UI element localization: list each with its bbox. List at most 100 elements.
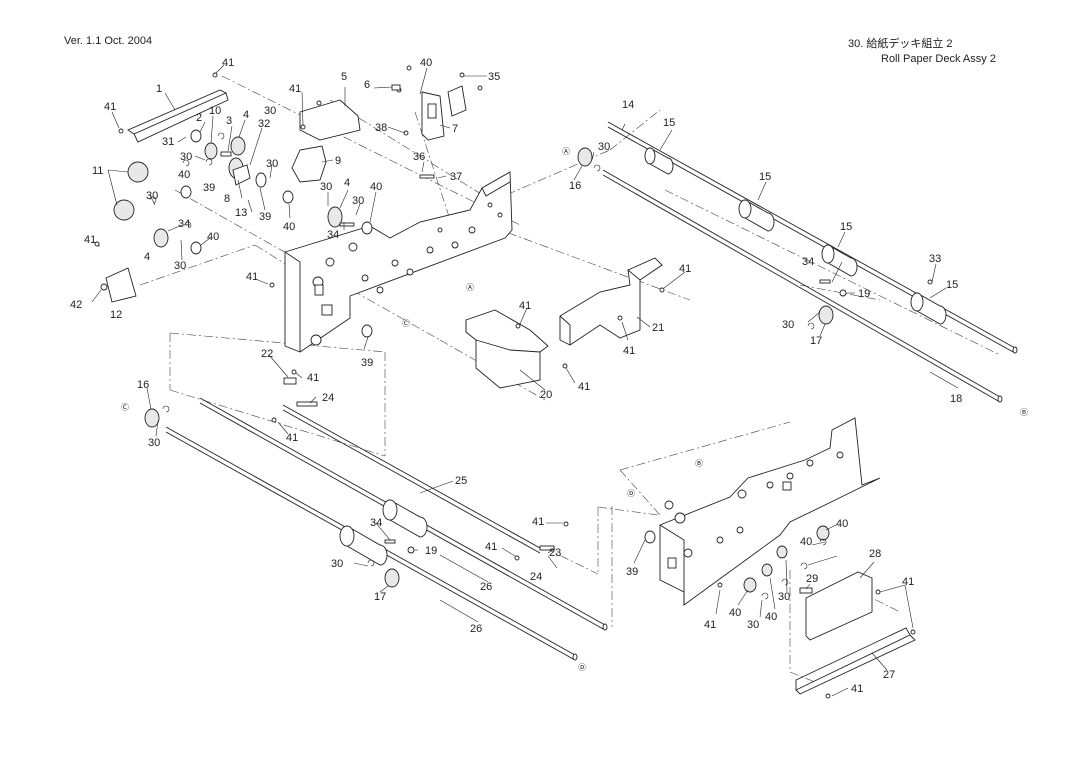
callout-6: 6 <box>364 79 370 91</box>
callout-13: 13 <box>235 207 247 219</box>
callout-27: 27 <box>883 669 895 681</box>
right-frame <box>659 417 881 606</box>
ref-mark-a: Ⓐ <box>466 283 474 292</box>
callout-41: 41 <box>902 576 914 588</box>
callout-34: 34 <box>370 517 382 529</box>
leader-lines <box>91 64 959 697</box>
callout-12: 12 <box>110 309 122 321</box>
gear-components <box>113 85 834 593</box>
bracket-21 <box>559 257 663 346</box>
callout-39: 39 <box>626 566 638 578</box>
callout-37: 37 <box>450 171 462 183</box>
callout-1: 1 <box>156 83 162 95</box>
callout-39: 39 <box>361 357 373 369</box>
callout-15: 15 <box>946 279 958 291</box>
callout-40: 40 <box>729 607 741 619</box>
callout-28: 28 <box>869 548 881 560</box>
callout-18: 18 <box>950 393 962 405</box>
callout-21: 21 <box>652 322 664 334</box>
ref-mark-c: Ⓒ <box>121 403 129 412</box>
callout-16: 16 <box>569 180 581 192</box>
callout-30: 30 <box>174 260 186 272</box>
callout-41: 41 <box>851 683 863 695</box>
callout-17: 17 <box>810 335 822 347</box>
callout-30: 30 <box>264 105 276 117</box>
callout-30: 30 <box>320 181 332 193</box>
callout-41: 41 <box>519 300 531 312</box>
callout-41: 41 <box>84 234 96 246</box>
ref-mark-a: Ⓐ <box>562 147 570 156</box>
ref-mark-b: Ⓑ <box>1020 408 1028 417</box>
callout-22: 22 <box>261 348 273 360</box>
callout-41: 41 <box>289 83 301 95</box>
callout-42: 42 <box>70 299 82 311</box>
callout-30: 30 <box>180 151 192 163</box>
plate-5 <box>299 99 361 141</box>
roller-26 <box>339 499 428 566</box>
callout-39: 39 <box>203 182 215 194</box>
callout-8: 8 <box>224 193 230 205</box>
callout-32: 32 <box>258 118 270 130</box>
ref-mark-c: Ⓒ <box>402 319 410 328</box>
callout-41: 41 <box>679 263 691 275</box>
callout-40: 40 <box>207 231 219 243</box>
plate-28 <box>805 571 873 641</box>
callout-30: 30 <box>331 558 343 570</box>
bracket-9 <box>291 145 327 183</box>
callout-36: 36 <box>413 151 425 163</box>
callout-19: 19 <box>425 545 437 557</box>
callout-33: 33 <box>929 253 941 265</box>
shaft-24 <box>282 404 541 554</box>
callout-4: 4 <box>144 251 150 263</box>
section-subtitle: Roll Paper Deck Assy 2 <box>881 53 996 65</box>
callout-17: 17 <box>374 591 386 603</box>
callout-10: 10 <box>209 105 221 117</box>
ref-mark-d: Ⓓ <box>578 663 586 672</box>
plate-7 <box>421 91 445 141</box>
callout-15: 15 <box>840 221 852 233</box>
callout-14: 14 <box>622 99 634 111</box>
callout-41: 41 <box>222 57 234 69</box>
callout-38: 38 <box>375 122 387 134</box>
callout-26: 26 <box>470 623 482 635</box>
callout-7: 7 <box>452 123 458 135</box>
callout-39: 39 <box>259 211 271 223</box>
callout-41: 41 <box>104 101 116 113</box>
reference-marks: Ⓐ Ⓐ Ⓒ Ⓒ Ⓑ Ⓑ Ⓓ Ⓓ <box>121 147 1028 672</box>
roller-15 <box>644 147 947 325</box>
callout-40: 40 <box>836 518 848 530</box>
callout-40: 40 <box>370 181 382 193</box>
lower-shaft-18 <box>602 169 1003 403</box>
callout-24: 24 <box>322 392 334 404</box>
callout-3: 3 <box>226 115 232 127</box>
callout-41: 41 <box>532 516 544 528</box>
callout-5: 5 <box>341 71 347 83</box>
rail-1 <box>127 89 229 143</box>
callout-2: 2 <box>196 112 202 124</box>
callout-41: 41 <box>578 381 590 393</box>
section-title: 30. 給紙デッキ組立 2 <box>848 38 953 50</box>
callout-40: 40 <box>420 57 432 69</box>
callout-24: 24 <box>530 571 542 583</box>
document-version: Ver. 1.1 Oct. 2004 <box>64 35 153 47</box>
callout-41: 41 <box>704 619 716 631</box>
upper-shaft-14 <box>607 121 1018 354</box>
callout-34: 34 <box>802 256 814 268</box>
callout-30: 30 <box>747 619 759 631</box>
small-hardware <box>94 65 933 699</box>
callout-30: 30 <box>266 158 278 170</box>
callout-11: 11 <box>92 165 103 177</box>
callout-41: 41 <box>485 541 497 553</box>
bracket-20 <box>465 309 549 389</box>
callout-40: 40 <box>178 169 190 181</box>
callout-40: 40 <box>765 611 777 623</box>
bracket-12 <box>105 267 137 303</box>
callout-30: 30 <box>352 195 364 207</box>
callout-20: 20 <box>540 389 552 401</box>
callout-numbers: 41 1 41 2 10 3 4 32 31 30 11 40 39 8 30 … <box>70 57 962 695</box>
callout-41: 41 <box>286 432 298 444</box>
ref-mark-d: Ⓓ <box>627 489 635 498</box>
callout-35: 35 <box>488 71 500 83</box>
main-frame <box>284 171 513 353</box>
